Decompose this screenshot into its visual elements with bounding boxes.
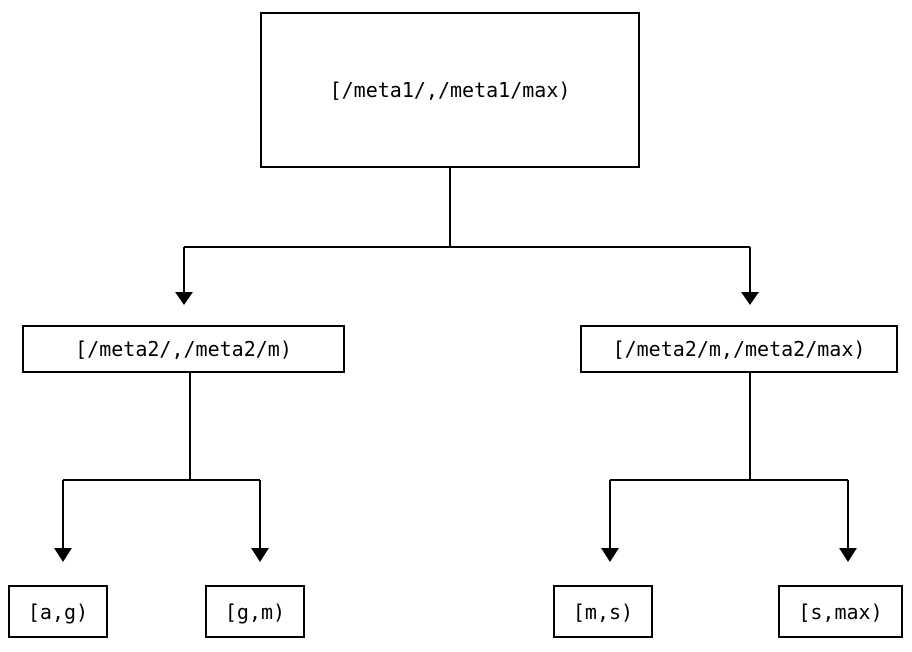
arrow-head-icon	[251, 548, 269, 562]
tree-node-root: [/meta1/,/meta1/max)	[260, 12, 640, 168]
tree-node-level2-right: [/meta2/m,/meta2/max)	[580, 325, 898, 373]
tree-node-leaf-m-s: [m,s)	[553, 585, 653, 638]
tree-node-leaf-g-m: [g,m)	[205, 585, 305, 638]
arrow-head-icon	[839, 548, 857, 562]
arrow-head-icon	[54, 548, 72, 562]
tree-node-leaf-s-max: [s,max)	[778, 585, 903, 638]
arrow-head-icon	[741, 292, 759, 305]
tree-node-leaf-a-g: [a,g)	[8, 585, 108, 638]
tree-node-level2-left: [/meta2/,/meta2/m)	[22, 325, 345, 373]
arrow-head-icon	[601, 548, 619, 562]
arrow-head-icon	[175, 292, 193, 305]
